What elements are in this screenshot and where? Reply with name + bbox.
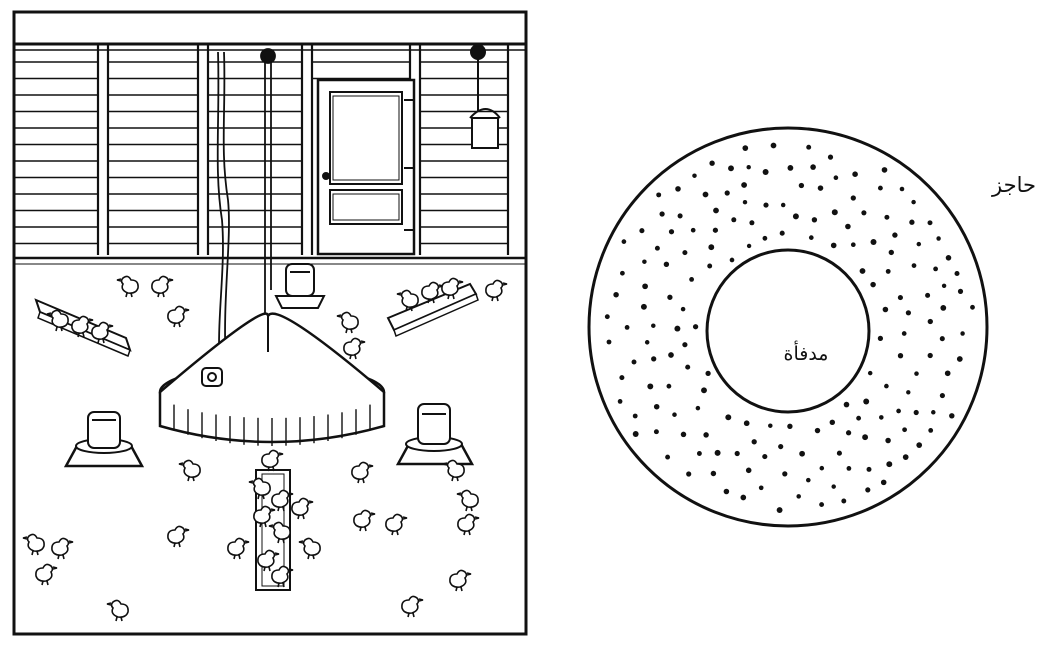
water-fountains <box>63 263 475 468</box>
chick <box>271 489 294 512</box>
chick <box>106 599 129 622</box>
chick <box>167 525 190 548</box>
chick <box>351 461 374 484</box>
chicks <box>22 275 508 622</box>
chick <box>227 537 250 560</box>
trough-right <box>386 282 479 338</box>
chick-dots <box>604 142 975 514</box>
chick <box>178 459 201 482</box>
top-view-diagram: مدفأة حاجز <box>587 126 1036 528</box>
wall-planks <box>14 61 508 245</box>
bucket <box>469 44 501 149</box>
wall-posts <box>96 44 510 255</box>
chick <box>457 513 480 536</box>
chick <box>442 459 465 482</box>
fountain-right <box>395 403 475 466</box>
chick <box>51 537 74 560</box>
chick <box>167 305 190 328</box>
chick <box>271 565 294 588</box>
chick <box>35 563 58 586</box>
hover-brooder <box>158 312 386 446</box>
chick <box>291 497 314 520</box>
chick <box>268 521 291 544</box>
chick <box>441 277 464 300</box>
chick <box>22 533 45 556</box>
heater-circle <box>705 248 871 414</box>
chick <box>261 449 284 472</box>
chick <box>449 569 472 592</box>
door <box>316 78 416 256</box>
fountain-left <box>63 411 145 468</box>
chick <box>257 549 280 572</box>
chick <box>336 311 359 334</box>
chick <box>71 315 94 338</box>
chick <box>298 537 321 560</box>
chick <box>353 509 376 532</box>
barrier-label: حاجز <box>991 173 1036 197</box>
hanging-cords <box>216 48 276 371</box>
chick <box>485 279 508 302</box>
chick <box>343 337 366 360</box>
chick <box>151 275 174 298</box>
fountain-top <box>274 263 326 309</box>
barrier-circle <box>587 126 989 528</box>
chick <box>46 309 69 332</box>
chick <box>456 489 479 512</box>
chick <box>385 513 408 536</box>
chick <box>248 477 271 500</box>
brooder-house-illustration <box>12 10 528 636</box>
chick <box>116 275 139 298</box>
heater-label: مدفأة <box>784 340 829 365</box>
chick <box>401 595 424 618</box>
chick <box>396 289 419 312</box>
chick <box>253 505 276 528</box>
chick <box>91 321 114 344</box>
illustration-frame <box>12 10 528 636</box>
